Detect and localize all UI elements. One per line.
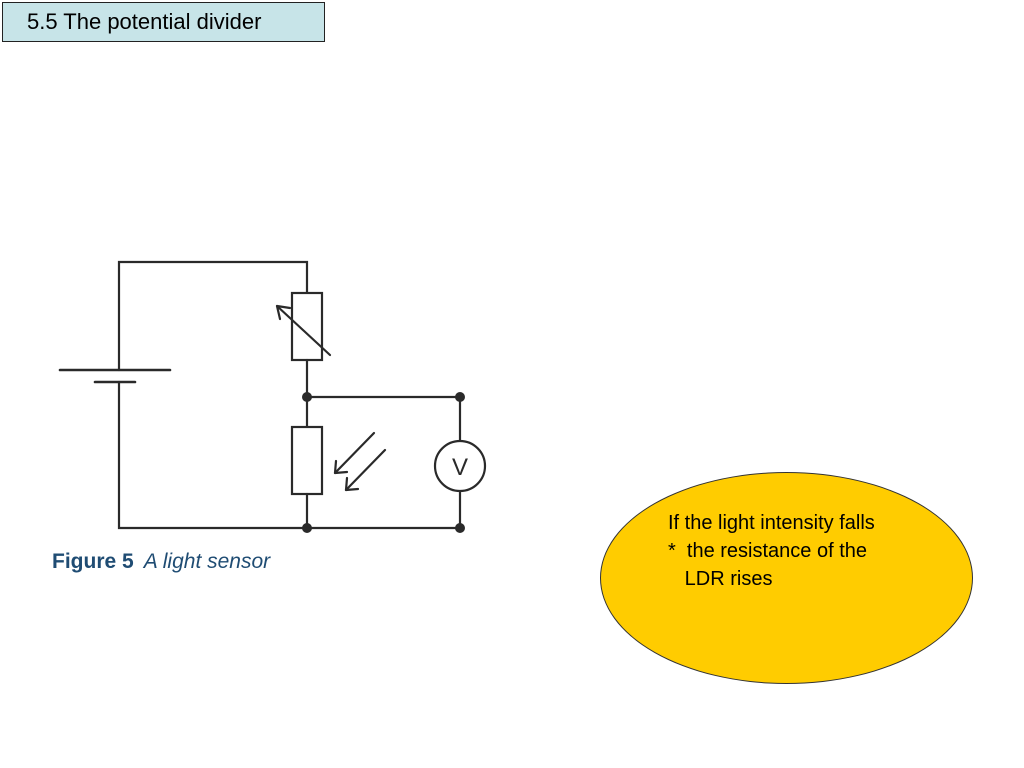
wire-left-top xyxy=(117,260,309,372)
light-sensor-figure: V Figure 5 A light sensor xyxy=(30,230,510,600)
junction-dot-bottom xyxy=(302,523,312,533)
variable-resistor-arrowhead xyxy=(275,304,292,321)
wire-ldr-bottom xyxy=(305,487,462,530)
figure-caption-text: A light sensor xyxy=(143,550,271,573)
junction-dot-middle xyxy=(302,392,312,402)
potential-divider-circuit-diagram: V xyxy=(58,260,487,533)
figure-number: Figure 5 xyxy=(52,550,134,573)
wire-left-bottom xyxy=(117,380,309,530)
wire-to-voltmeter-top xyxy=(305,395,462,444)
slide-title: 5.5 The potential divider xyxy=(2,2,325,42)
callout-line: LDR rises xyxy=(668,568,773,590)
callout-line: If the light intensity falls xyxy=(668,512,875,534)
light-arrow-1-head xyxy=(333,459,349,475)
variable-resistor xyxy=(290,291,324,362)
light-arrow-1 xyxy=(333,431,376,475)
figure-caption: Figure 5 A light sensor xyxy=(52,550,270,574)
junction-dot-right-top xyxy=(455,392,465,402)
junction-dot-right-bottom xyxy=(455,523,465,533)
explanation-callout: If the light intensity falls * the resis… xyxy=(600,472,973,684)
voltmeter-label: V xyxy=(452,454,468,481)
variable-resistor-arrow xyxy=(275,304,332,357)
light-arrow-2-head xyxy=(344,476,360,492)
callout-text: If the light intensity falls * the resis… xyxy=(668,509,968,593)
voltmeter-symbol xyxy=(433,439,487,493)
light-arrow-2 xyxy=(344,448,387,492)
callout-line: * the resistance of the xyxy=(668,540,868,562)
battery-symbol xyxy=(58,368,172,384)
ldr-symbol xyxy=(290,425,324,496)
